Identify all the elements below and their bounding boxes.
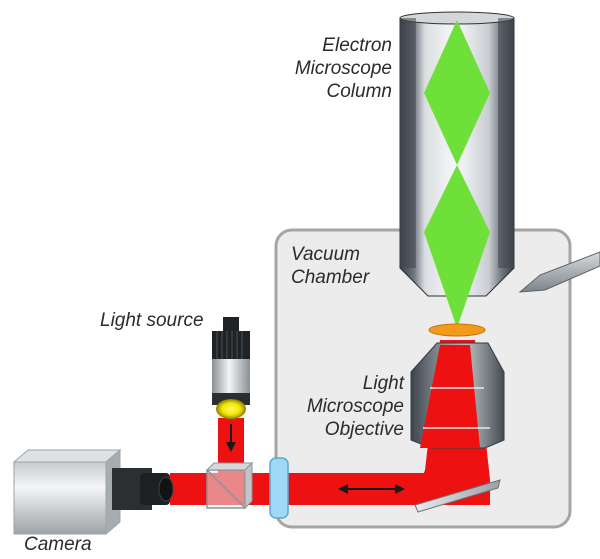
light-objective-label: Light Microscope Objective xyxy=(280,372,404,441)
vacuum-window-icon xyxy=(269,457,289,519)
light-objective-label-line-2: Microscope xyxy=(306,396,404,417)
camera-label: Camera xyxy=(24,534,92,555)
beam-splitter-cube-icon xyxy=(205,461,254,510)
light-source-lamp-icon xyxy=(212,317,250,419)
objective-lens-icon xyxy=(410,342,505,449)
electron-column-label-line-1: Electron xyxy=(322,35,392,56)
light-source-label: Light source xyxy=(100,310,204,331)
sample-disc xyxy=(428,323,486,337)
vacuum-chamber-label-line-2: Chamber xyxy=(291,267,370,288)
down-arrow-icon xyxy=(226,424,236,452)
electron-beam-upper xyxy=(424,20,490,165)
light-objective-label-line-3: Objective xyxy=(324,419,404,440)
folding-mirror-icon xyxy=(414,479,501,513)
camera-body-icon xyxy=(12,448,174,536)
light-objective-label-line-1: Light xyxy=(362,373,404,394)
vacuum-chamber-label-line-1: Vacuum xyxy=(291,244,360,265)
electron-column-label: Electron Microscope Column xyxy=(270,34,392,103)
vacuum-chamber-label: Vacuum Chamber xyxy=(291,243,401,289)
pole-piece-needle-icon xyxy=(518,251,600,293)
electron-beam-lower xyxy=(424,165,490,328)
double-arrow-icon xyxy=(338,484,405,494)
electron-column-label-line-2: Microscope xyxy=(294,58,392,79)
electron-column-label-line-3: Column xyxy=(326,81,392,102)
